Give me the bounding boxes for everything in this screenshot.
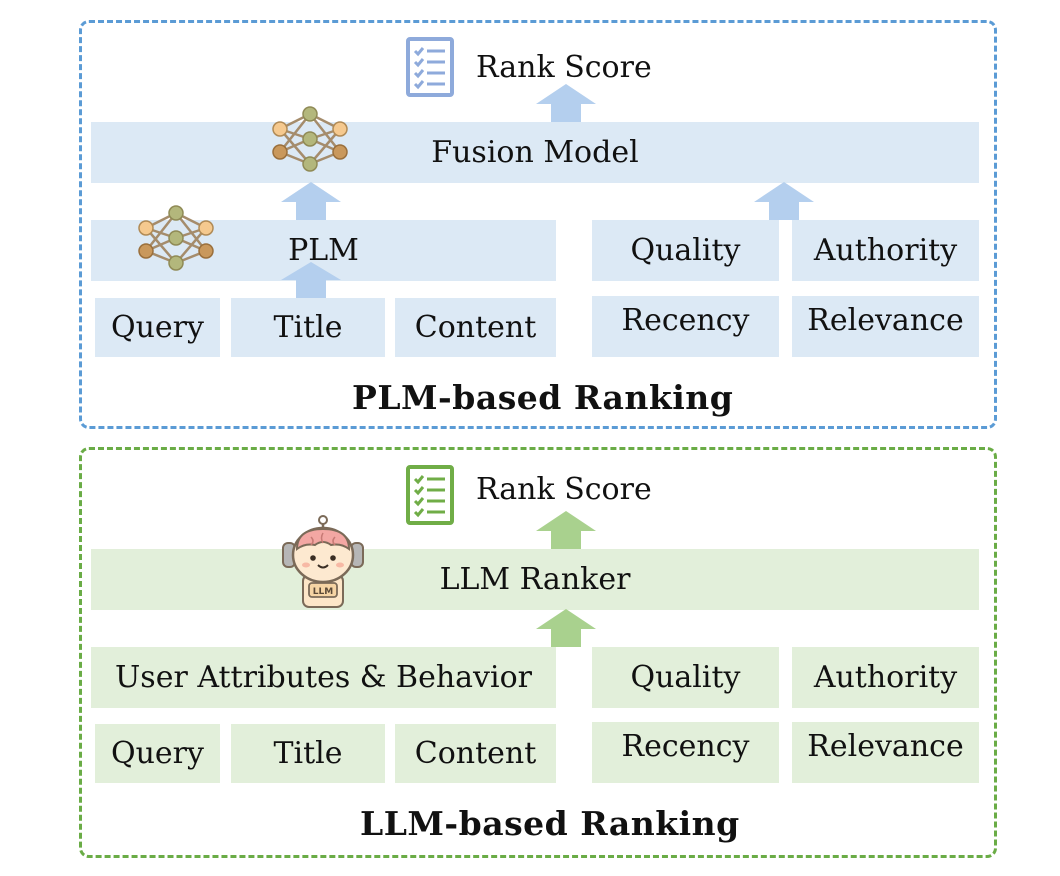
llm-recency-box: Recency [592, 722, 779, 783]
llm-rank-score-label: Rank Score [476, 472, 652, 507]
llm-title-box: Title [231, 724, 385, 783]
llm-ranker-box: LLM Ranker [91, 549, 979, 610]
plm-recency-box: Recency [592, 296, 779, 357]
llm-authority-box: Authority [792, 647, 979, 708]
llm-relevance-box: Relevance [792, 722, 979, 783]
plm-title-box: Title [231, 298, 385, 357]
arrow-up-icon [281, 182, 341, 220]
neural-network-icon [138, 205, 214, 271]
arrow-up-icon [536, 609, 596, 647]
llm-ranking-title: LLM-based Ranking [360, 804, 740, 843]
checklist-icon [406, 465, 454, 525]
arrow-up-icon [281, 262, 341, 298]
llm-query-box: Query [95, 724, 220, 783]
neural-network-icon [272, 106, 348, 172]
plm-ranking-panel [79, 20, 997, 429]
fusion-model-box: Fusion Model [91, 122, 979, 183]
llm-content-box: Content [395, 724, 556, 783]
llm-ranking-panel [79, 447, 997, 858]
checklist-icon [406, 37, 454, 97]
plm-relevance-box: Relevance [792, 296, 979, 357]
plm-query-box: Query [95, 298, 220, 357]
llm-quality-box: Quality [592, 647, 779, 708]
plm-ranking-title: PLM-based Ranking [352, 378, 734, 417]
user-attributes-box: User Attributes & Behavior [91, 647, 556, 708]
plm-content-box: Content [395, 298, 556, 357]
plm-quality-box: Quality [592, 220, 779, 281]
arrow-up-icon [754, 182, 814, 220]
plm-authority-box: Authority [792, 220, 979, 281]
arrow-up-icon [536, 511, 596, 549]
plm-rank-score-label: Rank Score [476, 50, 652, 85]
robot-label-text: LLM [313, 587, 333, 597]
arrow-up-icon [536, 84, 596, 122]
robot-icon: LLM [282, 515, 364, 608]
